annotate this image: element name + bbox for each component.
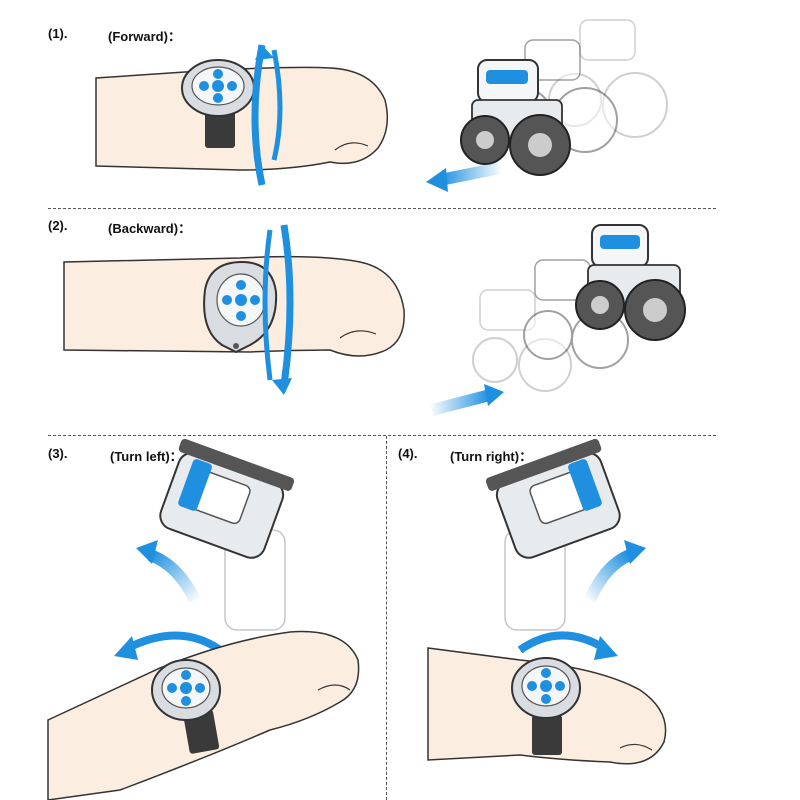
panel-4-action: (Turn right)：: [450, 449, 533, 464]
divider-2: [48, 435, 716, 436]
panel-2-number: (2).: [48, 218, 68, 233]
motion-arrow-icon: [430, 384, 504, 416]
rotation-arrow-icon: [517, 631, 618, 660]
hand-with-watch-icon: [47, 630, 360, 800]
panel-3-action: (Turn left)：: [110, 449, 183, 464]
divider-1: [48, 208, 716, 209]
hand-with-watch-icon: [427, 647, 667, 765]
motion-arrow-icon: [584, 540, 646, 603]
divider-vertical: [386, 436, 387, 800]
panel-1-action: (Forward)：: [108, 29, 181, 44]
rotation-arrow-icon: [114, 631, 223, 660]
robot-car-icon: [472, 224, 686, 392]
rotation-arrow-icon: [251, 44, 283, 186]
hand-with-watch-icon: [95, 59, 389, 171]
motion-arrow-icon: [136, 540, 201, 603]
robot-car-icon: [460, 19, 668, 176]
rotation-arrow-icon: [262, 224, 294, 395]
robot-car-icon: [485, 438, 621, 631]
panel-3-number: (3).: [48, 446, 68, 461]
motion-arrow-icon: [426, 162, 502, 192]
hand-with-watch-icon: [63, 255, 405, 357]
panel-2-action: (Backward)：: [108, 221, 192, 236]
panel-1-number: (1).: [48, 26, 68, 41]
robot-car-icon: [159, 438, 295, 631]
panel-4-number: (4).: [398, 446, 418, 461]
